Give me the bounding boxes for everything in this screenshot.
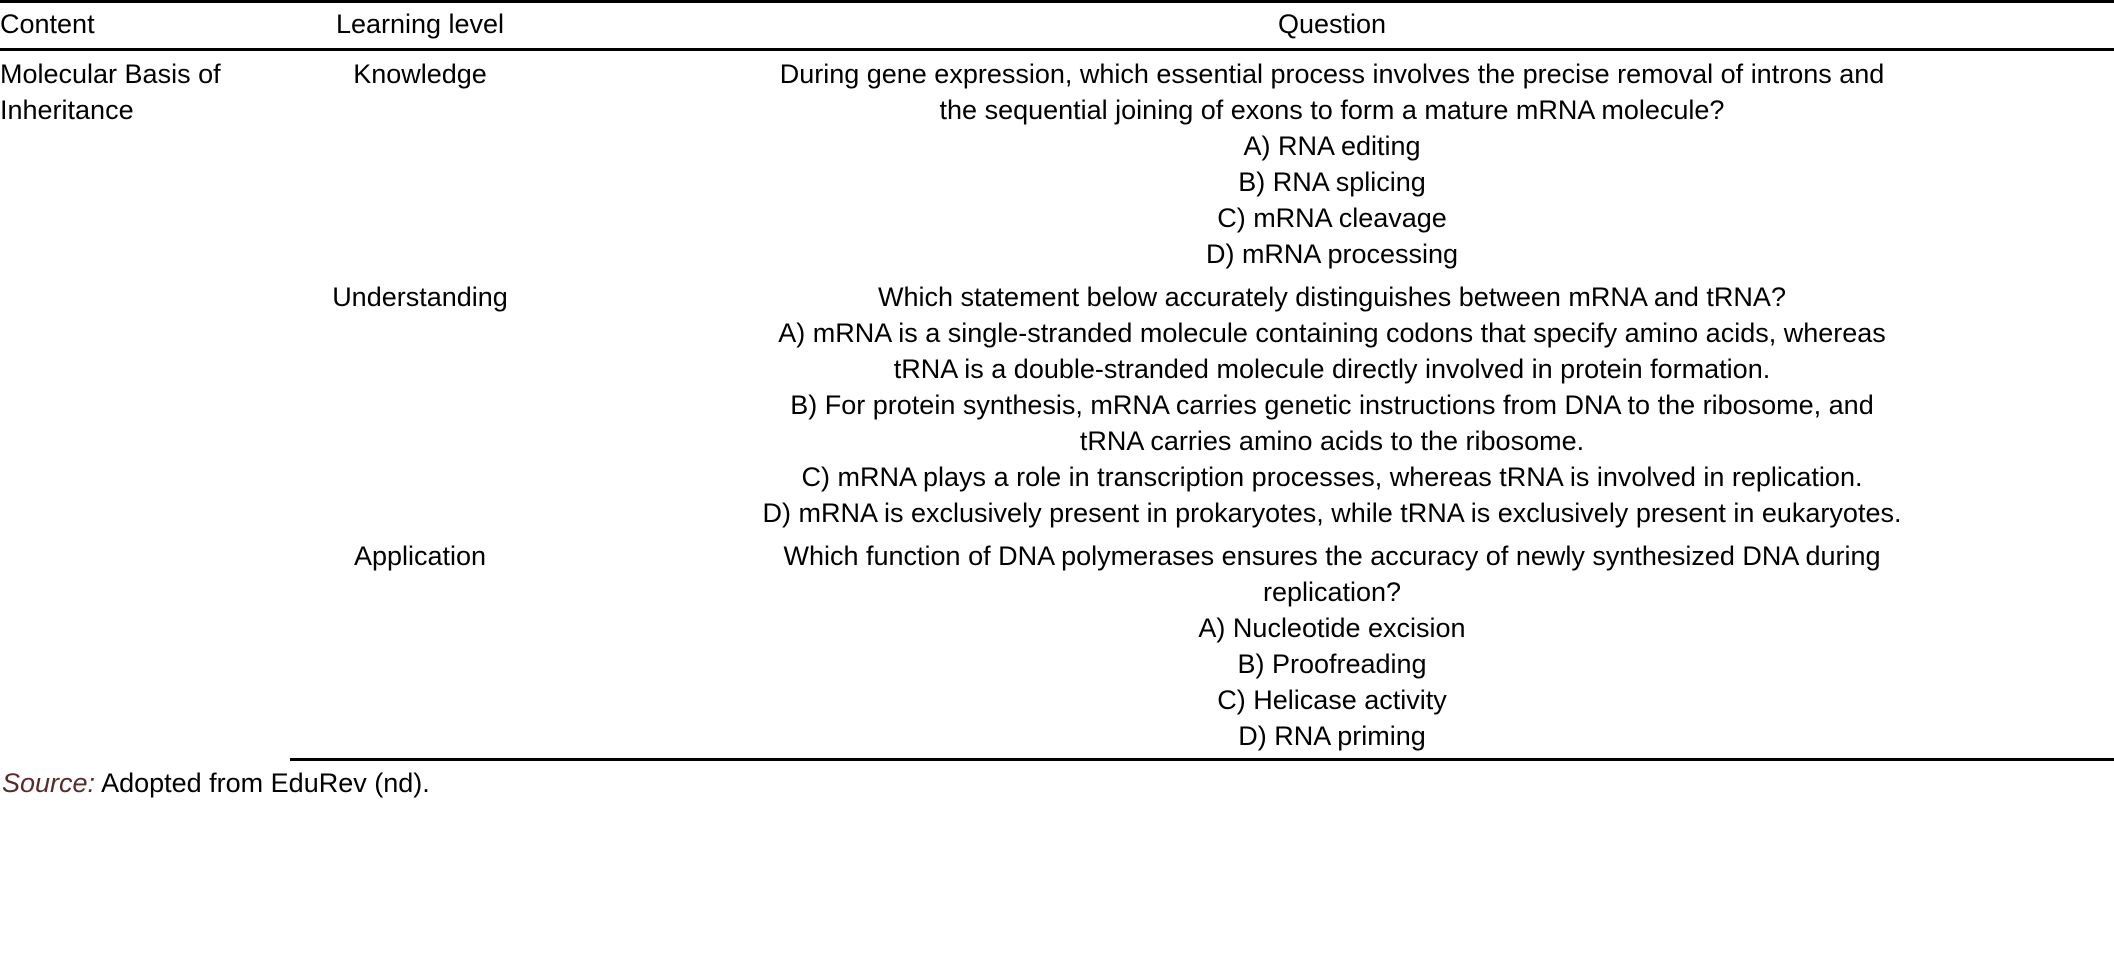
option-d: D) mRNA processing [1205,239,1459,269]
cell-learning-level-knowledge: Knowledge [290,50,550,275]
option-a: A) Nucleotide excision [1198,613,1466,643]
cell-learning-level-understanding: Understanding [290,274,550,533]
question-stem-line-2: the sequential joining of exons to form … [939,95,1725,125]
option-a-line-1: A) mRNA is a single-stranded molecule co… [778,318,1886,348]
question-stem-line-1: During gene expression, which essential … [779,59,1885,89]
table-row: Application Which function of DNA polyme… [0,533,2114,761]
cell-content: Molecular Basis of Inheritance [0,50,290,760]
option-b: B) RNA splicing [1238,167,1426,197]
option-b-line-1: B) For protein synthesis, mRNA carries g… [790,390,1874,420]
question-stem-line-1: Which statement below accurately disting… [878,282,1786,312]
option-d: D) RNA priming [1238,721,1426,751]
table-row: Understanding Which statement below accu… [0,274,2114,533]
option-c: C) Helicase activity [1217,685,1447,715]
column-header-learning-level: Learning level [290,0,550,51]
option-c: C) mRNA cleavage [1217,203,1447,233]
table-body: Molecular Basis of Inheritance Knowledge… [0,50,2114,761]
table-row: Molecular Basis of Inheritance Knowledge… [0,50,2114,275]
table-header: Content Learning level Question [0,0,2114,51]
question-stem-line-2: replication? [1262,577,1402,607]
cell-question-understanding: Which statement below accurately disting… [550,274,2114,533]
column-header-question: Question [550,0,2114,51]
option-c: C) mRNA plays a role in transcription pr… [801,462,1863,492]
option-d: D) mRNA is exclusively present in prokar… [762,498,1902,528]
column-header-content: Content [0,0,290,51]
learning-level-label: Knowledge [353,59,487,89]
source-note: Source: Adopted from EduRev (nd). [0,761,2114,801]
question-table: Content Learning level Question Molecula… [0,0,2114,761]
option-a-line-2: tRNA is a double-stranded molecule direc… [893,354,1771,384]
learning-level-label: Application [353,541,487,571]
cell-learning-level-application: Application [290,533,550,761]
cell-question-knowledge: During gene expression, which essential … [550,50,2114,275]
option-a: A) RNA editing [1243,131,1421,161]
question-stem-line-1: Which function of DNA polymerases ensure… [783,541,1881,571]
content-line-1: Molecular Basis of [0,59,221,89]
learning-level-label: Understanding [332,282,508,312]
content-line-2: Inheritance [0,95,134,125]
source-text: Adopted from EduRev (nd). [95,768,430,798]
source-label: Source: [2,768,96,798]
cell-question-application: Which function of DNA polymerases ensure… [550,533,2114,761]
option-b: B) Proofreading [1237,649,1427,679]
option-b-line-2: tRNA carries amino acids to the ribosome… [1079,426,1585,456]
header-row: Content Learning level Question [0,0,2114,51]
